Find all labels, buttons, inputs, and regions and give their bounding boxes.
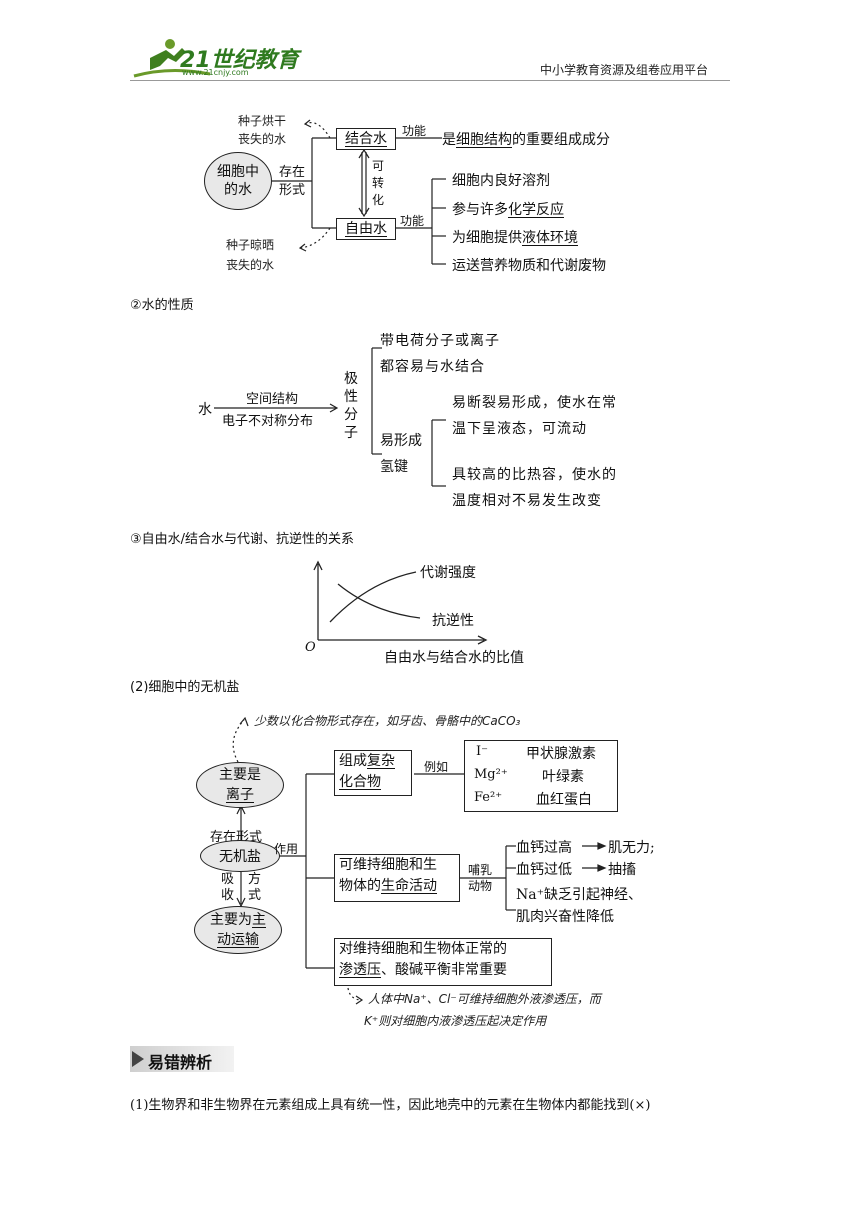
ex-iodine-ion: I⁻ bbox=[476, 744, 488, 759]
note-dried-water-2: 丧失的水 bbox=[238, 132, 287, 146]
function-label-bound: 功能 bbox=[402, 124, 427, 138]
x-axis-label: 自由水与结合水的比值 bbox=[384, 650, 524, 666]
bound-water-box: 结合水 bbox=[336, 128, 396, 150]
note-sundried-water-2: 丧失的水 bbox=[226, 258, 275, 272]
logo-text: 21世纪教育 bbox=[180, 48, 299, 73]
way-label: 方式 bbox=[248, 872, 262, 903]
note-compound-form: 少数以化合物形式存在，如牙齿、骨骼中的CaCO₃ bbox=[254, 714, 521, 728]
hbond-line-2: 氢键 bbox=[380, 459, 408, 475]
axis-origin: O bbox=[305, 640, 316, 655]
asymmetric-electron-label: 电子不对称分布 bbox=[222, 414, 314, 429]
osmotic-box: 对维持细胞和生物体正常的渗透压、酸碱平衡非常重要 bbox=[334, 938, 552, 986]
site-description: 中小学教育资源及组卷应用平台 bbox=[540, 63, 709, 77]
water-props-heading: ②水的性质 bbox=[130, 298, 194, 313]
ex-chlorophyll: 叶绿素 bbox=[542, 769, 584, 785]
heat-line-1: 具较高的比热容，使水的 bbox=[452, 467, 617, 483]
inorganic-salt-ellipse: 无机盐 bbox=[200, 840, 280, 872]
polar-molecule-label: 极性分子 bbox=[344, 371, 358, 441]
mammal-label: 哺乳动物 bbox=[468, 863, 493, 893]
free-function-4: 运送营养物质和代谢废物 bbox=[452, 258, 606, 274]
calcium-high: 血钙过高 bbox=[516, 840, 572, 856]
spatial-structure-label: 空间结构 bbox=[246, 392, 299, 407]
free-function-2: 参与许多化学反应 bbox=[452, 202, 564, 218]
function-label-free: 功能 bbox=[400, 214, 425, 228]
ex-hemoglobin: 血红蛋白 bbox=[536, 792, 592, 808]
salts-heading: (2)细胞中的无机盐 bbox=[130, 680, 240, 695]
calcium-low: 血钙过低 bbox=[516, 862, 572, 878]
active-transport-ellipse: 主要为主动运输 bbox=[194, 906, 282, 954]
bound-function-text: 是细胞结构的重要组成成分 bbox=[442, 132, 610, 148]
exist-form-label: 存在形式 bbox=[279, 165, 306, 198]
cramp: 抽搐 bbox=[608, 862, 636, 878]
muscle-weak: 肌无力; bbox=[608, 840, 655, 856]
note-dried-water-1: 种子烘干 bbox=[238, 114, 287, 128]
relation-heading: ③自由水/结合水与代谢、抗逆性的关系 bbox=[130, 532, 355, 547]
free-water-box: 自由水 bbox=[336, 218, 396, 240]
sodium-line-1: Na⁺缺乏引起神经、 bbox=[516, 887, 642, 903]
free-function-3: 为细胞提供液体环境 bbox=[452, 230, 578, 246]
water-in-cell-ellipse: 细胞中的水 bbox=[204, 152, 272, 210]
role-label: 作用 bbox=[274, 842, 299, 856]
note-sundried-water-1: 种子晾晒 bbox=[226, 238, 275, 252]
hbond-line-1: 易形成 bbox=[380, 433, 422, 449]
absorb-label: 吸收 bbox=[221, 872, 235, 903]
free-function-1: 细胞内良好溶剂 bbox=[452, 173, 550, 189]
logo-runner-icon bbox=[133, 39, 211, 78]
complex-compound-box: 组成复杂化合物 bbox=[334, 750, 412, 796]
charged-line-2: 都容易与水结合 bbox=[380, 359, 485, 375]
triangle-icon bbox=[132, 1051, 144, 1067]
liquid-line-2: 温下呈液态，可流动 bbox=[452, 421, 587, 437]
mistake-item-1: (1)生物界和非生物界在元素组成上具有统一性，因此地壳中的元素在生物体内都能找到… bbox=[130, 1098, 651, 1113]
water-label: 水 bbox=[198, 402, 212, 418]
examples-box bbox=[464, 740, 618, 812]
ex-mg-ion: Mg²⁺ bbox=[474, 767, 508, 782]
ex-fe-ion: Fe²⁺ bbox=[474, 790, 503, 805]
section-bar bbox=[130, 1046, 234, 1072]
note-osmotic-1: 人体中Na⁺、Cl⁻可维持细胞外液渗透压，而 bbox=[368, 992, 601, 1006]
example-label: 例如 bbox=[424, 760, 449, 774]
logo-url: www.21cnjy.com bbox=[182, 68, 249, 77]
convertible-label: 可转化 bbox=[372, 159, 385, 207]
section-title: 易错辨析 bbox=[148, 1053, 213, 1072]
charged-line-1: 带电荷分子或离子 bbox=[380, 333, 500, 349]
heat-line-2: 温度相对不易发生改变 bbox=[452, 493, 602, 509]
note-osmotic-2: K⁺则对细胞内液渗透压起决定作用 bbox=[364, 1014, 547, 1028]
ion-form-ellipse: 主要是离子 bbox=[196, 762, 284, 808]
life-activity-box: 可维持细胞和生物体的生命活动 bbox=[334, 854, 460, 902]
sodium-line-2: 肌肉兴奋性降低 bbox=[516, 909, 614, 925]
liquid-line-1: 易断裂易形成，使水在常 bbox=[452, 395, 617, 411]
site-logo: 21世纪教育 www.21cnjy.com bbox=[130, 36, 300, 82]
ex-thyroid: 甲状腺激素 bbox=[526, 746, 596, 762]
header-divider bbox=[130, 80, 730, 81]
resistance-curve-label: 抗逆性 bbox=[432, 613, 474, 629]
metabolism-curve-label: 代谢强度 bbox=[420, 565, 476, 581]
